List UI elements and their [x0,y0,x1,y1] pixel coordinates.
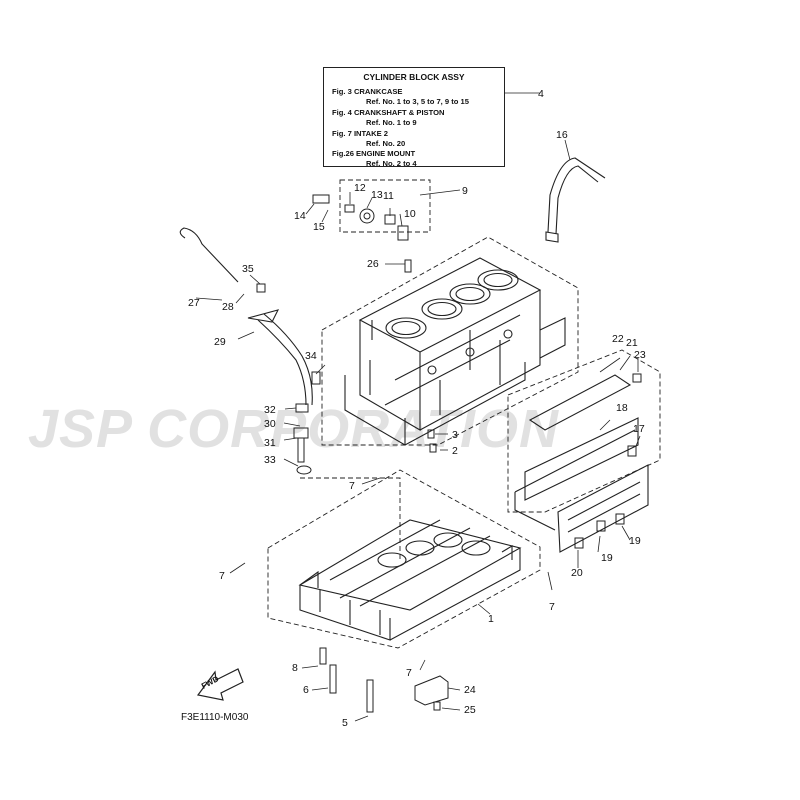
callout-25: 25 [464,704,476,716]
callout-30: 30 [264,418,276,430]
callout-20: 20 [571,567,583,579]
callout-21: 21 [626,337,638,349]
callout-7: 7 [549,601,555,613]
callout-17: 17 [633,423,645,435]
callout-26: 26 [367,258,379,270]
legend-line: Fig. 7 INTAKE 2 [332,129,388,138]
legend-box: CYLINDER BLOCK ASSY Fig. 3 CRANKCASE Ref… [323,67,505,168]
callout-32: 32 [264,404,276,416]
leader-lines [195,92,641,722]
callout-19: 19 [601,552,613,564]
callout-22: 22 [612,333,624,345]
watermark: JSP CORPORATION [28,399,560,459]
cylinder-block [344,257,566,446]
legend-line: Ref. No. 20 [366,139,406,148]
callout-1: 1 [488,613,494,625]
callout-14: 14 [294,210,306,222]
callout-7: 7 [406,667,412,679]
legend-line: Fig. 4 CRANKSHAFT & PISTON [332,108,445,117]
fwd-arrow-icon [196,668,244,701]
callout-35: 35 [242,263,254,275]
callout-6: 6 [303,684,309,696]
legend-line: Fig.26 ENGINE MOUNT [332,149,416,158]
callout-33: 33 [264,454,276,466]
oil-dipstick [179,227,313,406]
callout-23: 23 [634,349,646,361]
callout-8: 8 [292,662,298,674]
callout-3: 3 [452,429,458,441]
callout-16: 16 [556,129,568,141]
drawing-code: F3E1110-M030 [181,712,249,723]
cylinder-block-dashed-group [321,236,579,446]
exhaust-cover-dashed-group [507,349,661,513]
callout-12: 12 [354,182,366,194]
callout-31: 31 [264,437,276,449]
callout-27: 27 [188,297,200,309]
callout-2: 2 [452,445,458,457]
crankcase-dashed-group [267,469,541,649]
legend-title: CYLINDER BLOCK ASSY [363,72,465,82]
callout-11: 11 [383,190,394,202]
callout-28: 28 [222,301,234,313]
callout-24: 24 [464,684,476,696]
callout-labels: 1234567777891011121314151617181919202122… [188,88,646,729]
legend-line: Ref. No. 1 to 3, 5 to 7, 9 to 15 [366,97,469,106]
callout-13: 13 [371,189,383,201]
callout-4: 4 [538,88,544,100]
callout-7: 7 [219,570,225,582]
callout-9: 9 [462,185,468,197]
callout-29: 29 [214,336,226,348]
callout-15: 15 [313,221,325,233]
callout-34: 34 [305,350,317,362]
exhaust-cover [514,374,649,553]
thermostat-dashed-group [339,179,431,233]
crankcase [298,519,522,641]
legend-line: Fig. 3 CRANKCASE [332,87,403,96]
small-fittings [256,259,642,713]
callout-18: 18 [616,402,628,414]
callout-10: 10 [404,208,416,220]
callout-19: 19 [629,535,641,547]
callout-7: 7 [349,480,355,492]
callout-5: 5 [342,717,348,729]
legend-line: Ref. No. 1 to 9 [366,118,417,127]
water-hose [545,157,606,243]
legend-line: Ref. No. 2 to 4 [366,159,417,168]
